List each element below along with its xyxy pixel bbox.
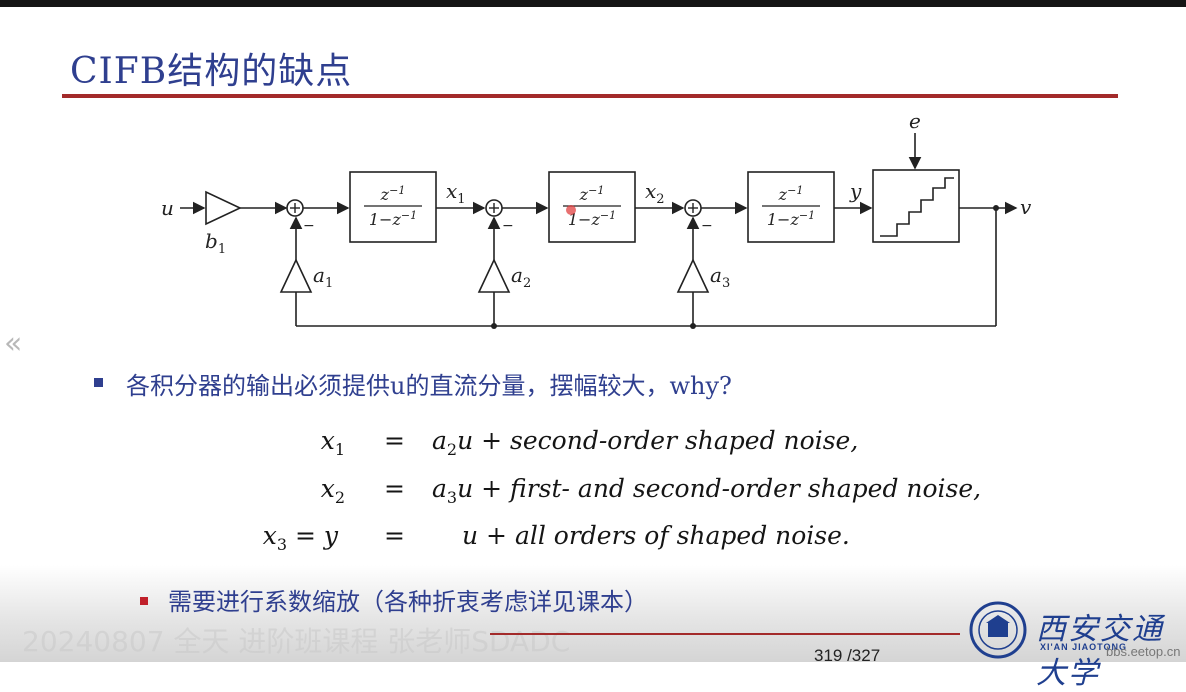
int2-numerator: z−1 xyxy=(579,184,605,204)
equation-1-rhs: a2u + second-order shaped noise, xyxy=(432,426,859,459)
minus-sign-2: − xyxy=(502,218,514,234)
integrator-3-block xyxy=(747,171,835,243)
integrator-1-block xyxy=(349,171,437,243)
label-u: u xyxy=(161,196,174,220)
equation-3-lhs: x3 = y xyxy=(262,521,338,554)
bullet-text-2: 需要进行系数缩放（各种折衷考虑详见课本） xyxy=(168,588,648,616)
equation-1-lhs: x1 xyxy=(320,426,345,459)
site-watermark: bbs.eetop.cn xyxy=(1106,644,1181,659)
feedback-gain-a3 xyxy=(676,258,710,293)
slide-title: CIFB结构的缺点 xyxy=(70,51,353,92)
equation-2-equals: = xyxy=(384,474,405,503)
bullet-marker-2 xyxy=(140,597,148,605)
label-b1: b1 xyxy=(205,229,226,257)
int3-denominator: 1−z−1 xyxy=(767,209,815,229)
feedback-gain-a2 xyxy=(477,258,511,293)
equation-2-lhs: x2 xyxy=(320,474,345,507)
equation-1-equals: = xyxy=(384,426,405,455)
bullet-text-1: 各积分器的输出必须提供u的直流分量，摆幅较大，why? xyxy=(126,372,732,400)
label-x2: x2 xyxy=(645,179,665,207)
top-bar xyxy=(0,0,1186,7)
int1-numerator: z−1 xyxy=(380,184,406,204)
page-number: 319 /327 xyxy=(814,646,881,665)
feedback-gain-a1 xyxy=(279,258,313,293)
university-name-en: XI'AN JIAOTONG xyxy=(1040,642,1127,652)
bullet-marker-1 xyxy=(94,378,103,387)
equation-3-equals: = xyxy=(384,521,405,550)
int1-denominator: 1−z−1 xyxy=(369,209,417,229)
video-watermark: 20240807 全天 进阶班课程 张老师SDADC xyxy=(22,625,571,658)
label-v: v xyxy=(1020,195,1032,219)
quantizer-block xyxy=(872,169,960,243)
previous-slide-icon[interactable]: « xyxy=(4,326,23,361)
minus-sign-1: − xyxy=(303,218,315,234)
label-x1: x1 xyxy=(446,179,466,207)
int3-numerator: z−1 xyxy=(778,184,804,204)
equation-3-rhs: u + all orders of shaped noise. xyxy=(462,521,850,550)
label-a1: a1 xyxy=(313,263,333,291)
footer-divider xyxy=(490,633,960,635)
int2-denominator: 1−z−1 xyxy=(568,209,616,229)
minus-sign-3: − xyxy=(701,218,713,234)
label-a2: a2 xyxy=(511,263,531,291)
laser-pointer-dot xyxy=(566,205,576,215)
input-gain-triangle xyxy=(205,190,242,226)
university-seal-icon xyxy=(969,601,1027,659)
label-a3: a3 xyxy=(710,263,730,291)
integrator-2-block xyxy=(548,171,636,243)
quantizer-staircase xyxy=(880,177,954,237)
equation-2-rhs: a3u + first- and second-order shaped noi… xyxy=(432,474,982,507)
label-e: e xyxy=(909,109,921,133)
title-divider xyxy=(62,94,1118,98)
cifb-block-diagram: u b1 x1 x2 y e v a1 a2 a3 − − − z−1 1−z−… xyxy=(161,109,1032,329)
label-y: y xyxy=(849,179,862,203)
